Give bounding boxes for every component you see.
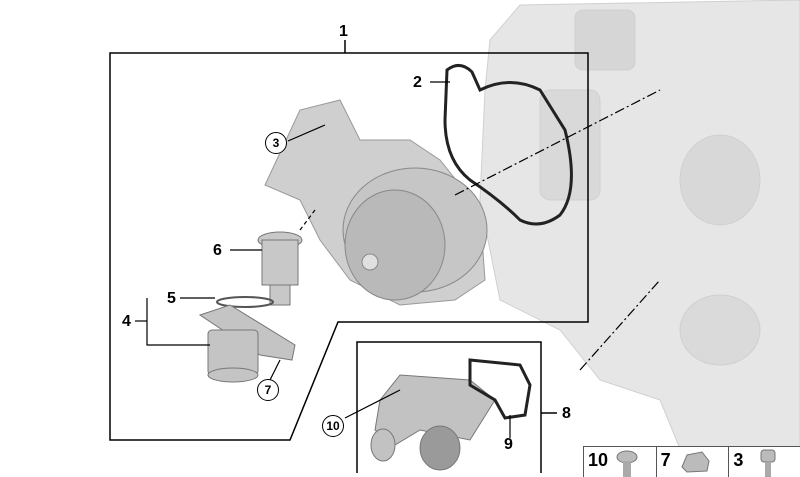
engine-block (479, 0, 800, 473)
callout-6: 6 (213, 242, 222, 259)
thermostat-cover (198, 304, 296, 383)
seal-ring (216, 296, 274, 308)
callout-7: 7 (257, 379, 279, 401)
thermostat (257, 231, 303, 306)
callout-5: 5 (167, 290, 176, 307)
gasket-9 (468, 358, 532, 420)
gasket-2 (443, 64, 573, 226)
legend-item: 10 (584, 447, 657, 477)
pan-head-screw-icon (616, 450, 638, 477)
legend-item: 3 (729, 447, 800, 477)
hex-bolt-icon (760, 449, 776, 477)
callout-9: 9 (504, 436, 513, 453)
fastener-legend: 10 7 3 (583, 446, 800, 477)
callout-8: 8 (562, 405, 571, 422)
callout-3: 3 (265, 132, 287, 154)
callout-2: 2 (413, 74, 422, 91)
callout-4: 4 (122, 313, 131, 330)
leader-lines (135, 81, 661, 438)
callout-10: 10 (322, 415, 344, 437)
hex-flange-bolt-icon (681, 451, 710, 473)
coolant-pipe (370, 374, 496, 471)
legend-number: 3 (733, 450, 744, 470)
legend-number: 10 (588, 450, 609, 470)
water-pump (264, 99, 488, 306)
group-frame-1 (109, 40, 589, 441)
legend-number: 7 (660, 450, 671, 470)
legend-item: 7 (657, 447, 730, 477)
group-frame-8 (356, 341, 557, 473)
callout-1: 1 (339, 23, 348, 40)
